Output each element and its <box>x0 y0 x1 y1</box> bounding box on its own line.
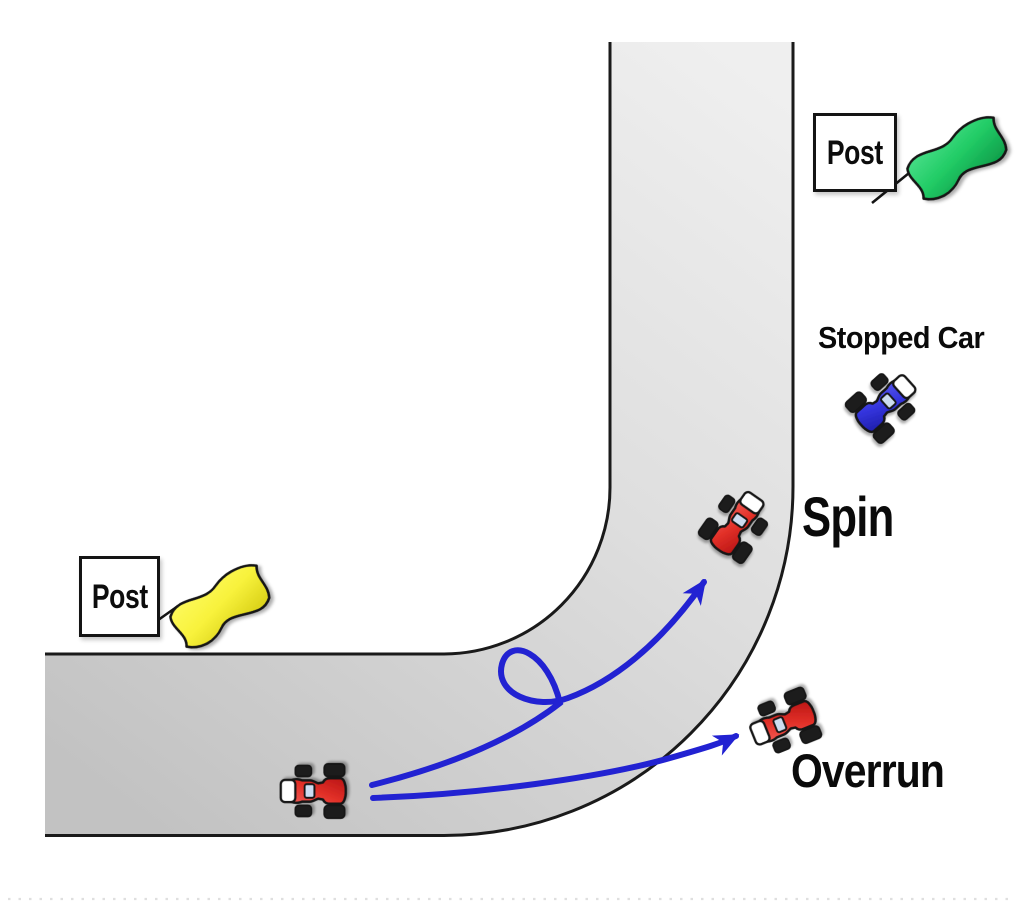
post-sign-right-label: Post <box>827 133 883 172</box>
stopped-car-label: Stopped Car <box>818 320 985 355</box>
track-inner-edge <box>45 42 612 656</box>
spin-trajectory-arrow <box>369 578 707 788</box>
post-sign-right: Post <box>813 113 897 192</box>
overrun-label: Overrun <box>791 744 945 797</box>
yellow-flag-post-group <box>143 557 280 655</box>
post-sign-left-label: Post <box>91 577 148 616</box>
race-track-surface <box>45 42 793 836</box>
post-sign-left: Post <box>79 556 160 637</box>
overrun-trajectory-arrow <box>370 733 740 801</box>
yellow-flag-icon <box>163 557 280 655</box>
track-outer-edge <box>45 42 795 837</box>
spin-label: Spin <box>802 485 894 548</box>
green-flag-icon <box>900 109 1017 207</box>
stopped-blue-car-icon <box>841 360 930 447</box>
